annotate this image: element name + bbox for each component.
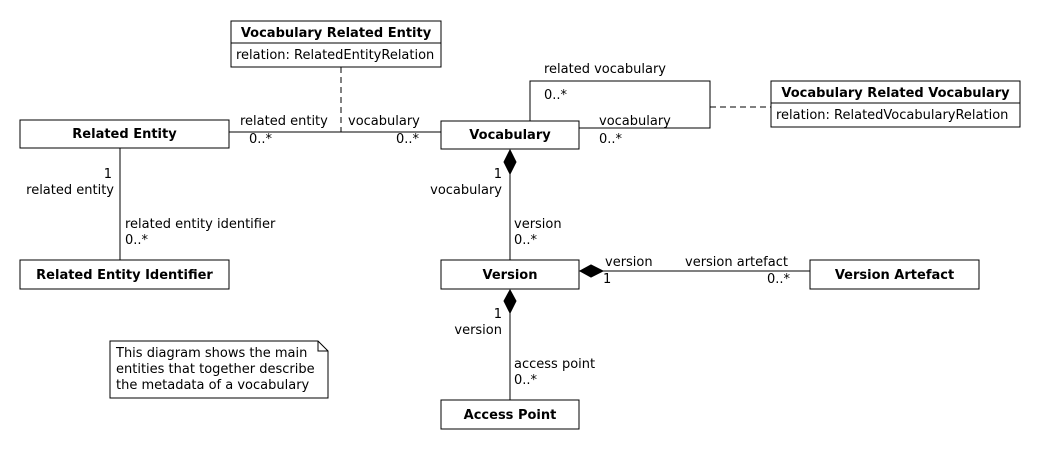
note-line-3: the metadata of a vocabulary (116, 378, 310, 393)
mult-version-artefact-owner: 1 (603, 272, 611, 287)
assoc-self-related-vocabulary (529, 80, 711, 129)
note-line-1: This diagram shows the main (115, 346, 307, 361)
mult-access-point: 0..* (514, 373, 538, 388)
class-vocabulary-related-vocabulary[interactable]: Vocabulary Related Vocabulary relation: … (770, 80, 1021, 128)
composition-diamond-vocabulary (503, 148, 517, 176)
mult-related-entity-top: 1 (104, 167, 112, 182)
role-version-composite: version (454, 323, 502, 338)
mult-vocabulary: 0..* (396, 132, 420, 147)
mult-version-composite: 1 (494, 307, 502, 322)
role-vocabulary-self: vocabulary (599, 114, 671, 129)
role-related-entity-top: related entity (26, 183, 114, 198)
class-related-entity-identifier[interactable]: Related Entity Identifier (19, 259, 230, 290)
class-related-entity-name: Related Entity (72, 127, 177, 142)
role-vocabulary-composite: vocabulary (430, 183, 502, 198)
mult-version: 0..* (514, 233, 538, 248)
class-version-artefact-name: Version Artefact (835, 268, 954, 283)
role-related-vocabulary: related vocabulary (544, 62, 666, 77)
diagram-note: This diagram shows the main entities tha… (109, 340, 329, 399)
mult-related-vocabulary: 0..* (544, 88, 568, 103)
composition-diamond-version-artefact (578, 264, 605, 278)
role-vocabulary: vocabulary (348, 114, 420, 129)
class-access-point-name: Access Point (464, 408, 557, 423)
role-access-point: access point (514, 357, 595, 372)
role-related-entity-identifier: related entity identifier (125, 217, 276, 232)
mult-related-entity: 0..* (249, 132, 273, 147)
class-vocabulary-related-entity[interactable]: Vocabulary Related Entity relation: Rela… (230, 20, 442, 68)
class-vocabulary-related-vocabulary-name: Vocabulary Related Vocabulary (781, 86, 1010, 101)
composition-diamond-version (503, 288, 517, 315)
class-related-entity[interactable]: Related Entity (19, 119, 230, 149)
class-related-entity-identifier-name: Related Entity Identifier (36, 268, 213, 283)
role-related-entity: related entity (240, 114, 328, 129)
role-version-artefact-owner: version (605, 255, 653, 270)
class-version-name: Version (483, 268, 538, 283)
class-version[interactable]: Version (440, 259, 580, 290)
class-vocabulary[interactable]: Vocabulary (440, 120, 580, 150)
class-vocabulary-related-vocabulary-attr: relation: RelatedVocabularyRelation (776, 108, 1008, 123)
class-vocabulary-related-entity-attr: relation: RelatedEntityRelation (236, 48, 434, 63)
mult-vocabulary-composite: 1 (494, 167, 502, 182)
mult-vocabulary-self: 0..* (599, 132, 623, 147)
class-vocabulary-name: Vocabulary (469, 128, 551, 143)
mult-related-entity-identifier: 0..* (125, 233, 149, 248)
class-vocabulary-related-entity-name: Vocabulary Related Entity (241, 26, 432, 41)
class-access-point[interactable]: Access Point (440, 399, 580, 430)
role-version: version (514, 217, 562, 232)
class-version-artefact[interactable]: Version Artefact (809, 259, 980, 290)
role-version-artefact: version artefact (685, 255, 788, 270)
note-line-2: entities that together describe (116, 362, 315, 377)
mult-version-artefact: 0..* (767, 272, 791, 287)
